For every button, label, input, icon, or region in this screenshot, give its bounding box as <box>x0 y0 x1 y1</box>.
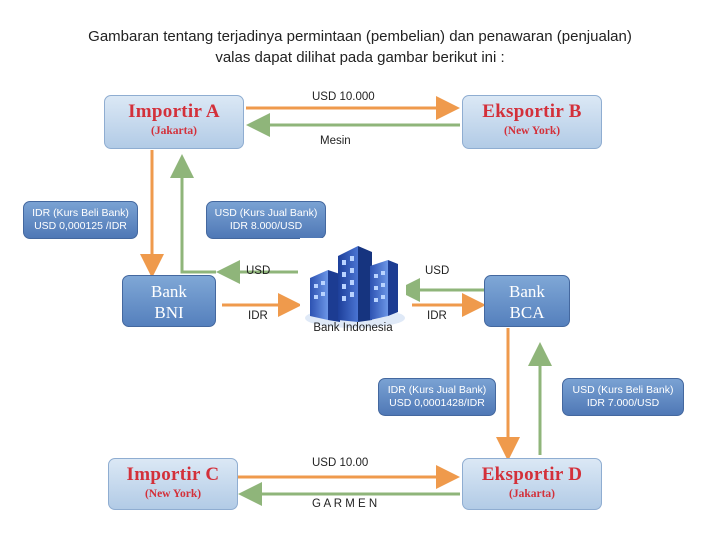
bottom-amount-label: USD 10.00 <box>312 457 369 469</box>
bca-jual-rate-line1: IDR (Kurs Jual Bank) <box>387 384 487 396</box>
left-idr-label: IDR <box>248 310 268 322</box>
bca-beli-rate-box: USD (Kurs Beli Bank) IDR 7.000/USD <box>562 378 684 416</box>
diagram-title: Gambaran tentang terjadinya permintaan (… <box>0 26 720 68</box>
bank-indonesia: Bank Indonesia <box>300 238 406 342</box>
bni-beli-rate-line1: IDR (Kurs Beli Bank) <box>32 207 129 219</box>
eksportir-b-location: (New York) <box>503 125 561 137</box>
left-usd-label: USD <box>246 265 271 277</box>
bottom-goods-label: G A R M E N <box>312 498 378 510</box>
importir-c-location: (New York) <box>144 488 202 500</box>
importir-a-name: Importir A <box>128 101 220 122</box>
bank-bni-box: Bank BNI <box>122 275 216 327</box>
top-goods-label: Mesin <box>320 135 351 147</box>
title-line-1: Gambaran tentang terjadinya permintaan (… <box>88 28 632 45</box>
right-idr-label: IDR <box>427 310 447 322</box>
bca-jual-rate-line2: USD 0,0001428/IDR <box>389 397 485 409</box>
importir-a-box: Importir A (Jakarta) <box>104 95 244 149</box>
bni-jual-rate-line1: USD (Kurs Jual Bank) <box>214 207 318 219</box>
bca-beli-rate-line2: IDR 7.000/USD <box>586 397 660 409</box>
eksportir-b-name: Eksportir B <box>482 101 582 122</box>
eksportir-d-name: Eksportir D <box>481 464 583 485</box>
bank-bni-label: Bank BNI <box>151 282 187 322</box>
title-line-2: valas dapat dilihat pada gambar berikut … <box>215 49 505 66</box>
importir-a-location: (Jakarta) <box>151 125 197 137</box>
importir-c-name: Importir C <box>126 464 220 485</box>
eksportir-d-box: Eksportir D (Jakarta) <box>462 458 602 510</box>
eksportir-b-box: Eksportir B (New York) <box>462 95 602 149</box>
bni-jual-rate-box: USD (Kurs Jual Bank) IDR 8.000/USD <box>206 201 326 239</box>
bni-jual-rate-line2: IDR 8.000/USD <box>229 220 303 232</box>
bni-beli-rate-line2: USD 0,000125 /IDR <box>34 220 127 232</box>
bca-beli-rate-line1: USD (Kurs Beli Bank) <box>572 384 674 396</box>
importir-c-box: Importir C (New York) <box>108 458 238 510</box>
bank-bca-label: Bank BCA <box>509 282 545 322</box>
city-buildings-icon <box>305 246 405 328</box>
arrow-usd-bni-to-a <box>170 154 216 274</box>
bank-indonesia-label: Bank Indonesia <box>313 322 393 334</box>
right-usd-label: USD <box>425 265 450 277</box>
bni-beli-rate-box: IDR (Kurs Beli Bank) USD 0,000125 /IDR <box>23 201 138 239</box>
bank-bca-box: Bank BCA <box>484 275 570 327</box>
top-amount-label: USD 10.000 <box>312 91 375 103</box>
bca-jual-rate-box: IDR (Kurs Jual Bank) USD 0,0001428/IDR <box>378 378 496 416</box>
eksportir-d-location: (Jakarta) <box>509 488 555 500</box>
